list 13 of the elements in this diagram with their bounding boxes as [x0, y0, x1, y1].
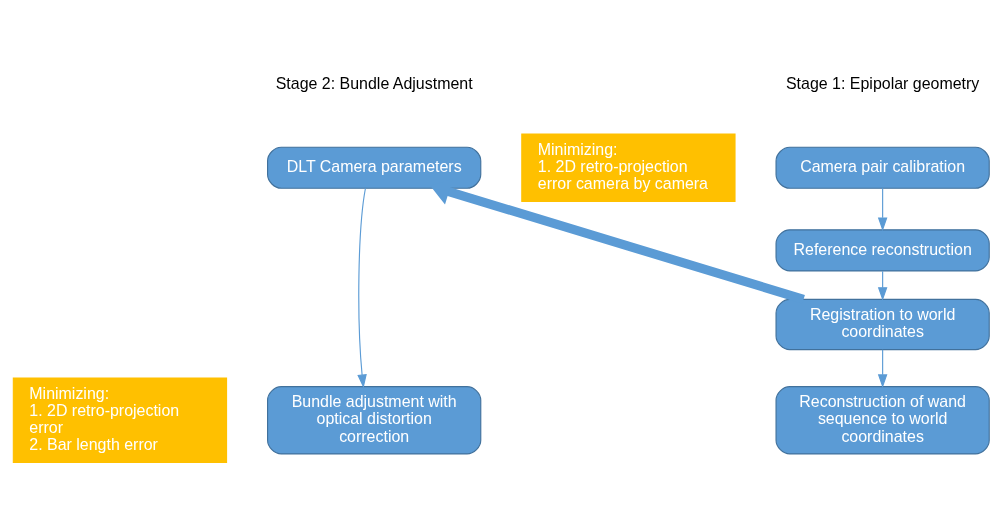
node-box: Minimizing: 1. 2D retro-projection error 2. Bar length error: [12, 377, 228, 463]
label: Stage 2: Bundle Adjustment: [275, 75, 473, 93]
node-box: Bundle adjustment with optical distortion correction: [267, 386, 482, 455]
arrow: [877, 349, 888, 389]
label: Stage 1: Epipolar geometry: [785, 75, 980, 93]
arrow: [357, 187, 367, 389]
node-box: Registration to world coordinates: [775, 298, 990, 351]
node-box: Minimizing: 1. 2D retro-projection error camera by camera: [521, 133, 736, 202]
node-box: Camera pair calibration: [775, 146, 990, 189]
node-box: DLT Camera parameters: [267, 146, 482, 189]
node-box: Reference reconstruction: [775, 229, 990, 272]
node-box: Reconstruction of wand sequence to world coordinates: [775, 386, 990, 455]
arrow: [877, 187, 888, 232]
